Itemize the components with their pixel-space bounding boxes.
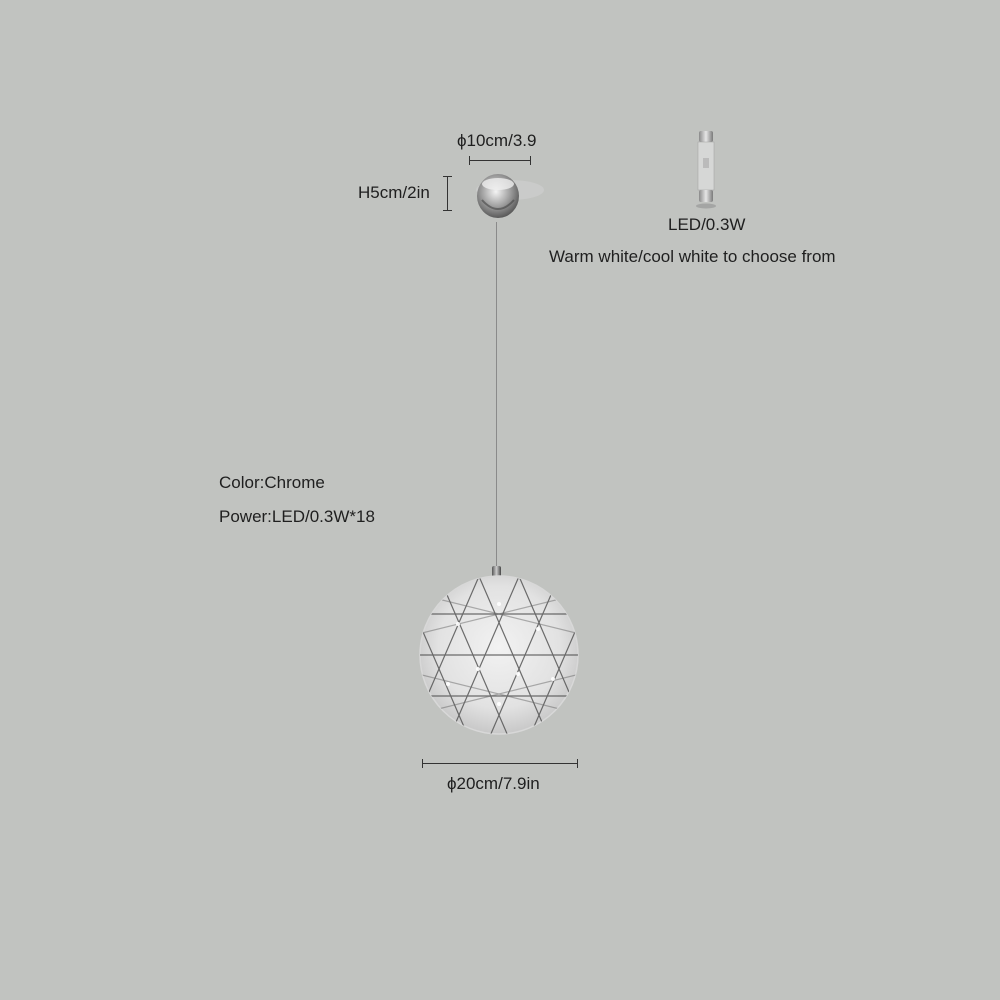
bulb-color-option-label: Warm white/cool white to choose from xyxy=(549,247,836,266)
canopy-diameter-dimension-line xyxy=(469,156,531,165)
bulb-wattage-label: LED/0.3W xyxy=(668,215,746,234)
globe-diameter-label: ϕ20cm/7.9in xyxy=(447,774,540,793)
power-spec-label: Power:LED/0.3W*18 xyxy=(219,507,375,526)
color-spec-label: Color:Chrome xyxy=(219,473,325,492)
canopy-diameter-label: ϕ10cm/3.9 xyxy=(457,131,537,150)
led-bulb-icon xyxy=(696,131,716,209)
globe-cap xyxy=(492,566,501,580)
canopy-height-dimension-line xyxy=(443,176,452,211)
canopy-height-label: H5cm/2in xyxy=(358,183,430,202)
globe-diameter-dimension-line xyxy=(422,759,578,768)
suspension-cord xyxy=(496,222,497,567)
starry-sphere-globe-icon xyxy=(419,575,579,735)
ceiling-canopy-icon xyxy=(476,174,544,218)
